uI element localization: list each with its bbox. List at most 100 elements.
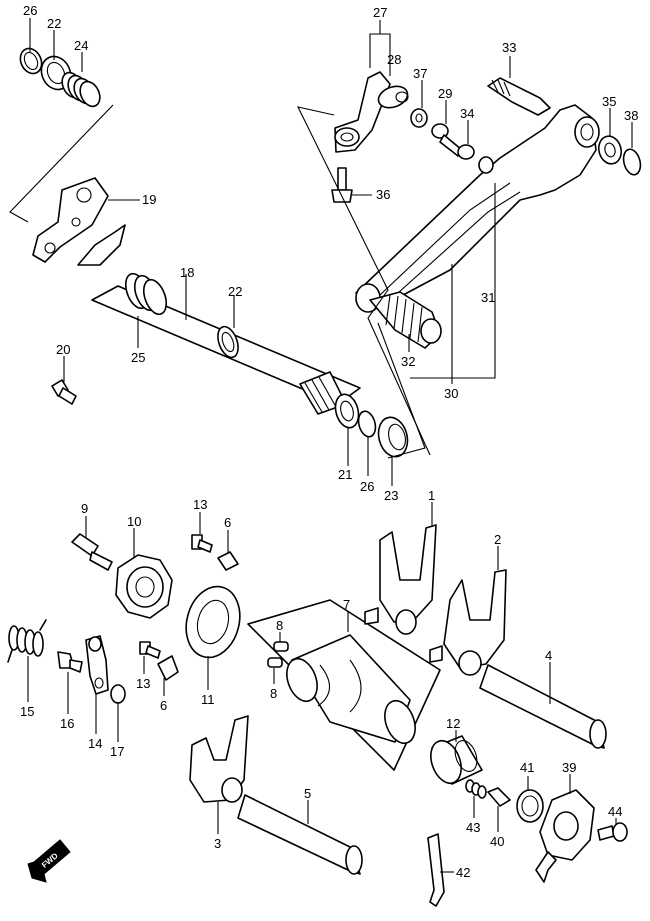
lever-bracket <box>297 106 431 456</box>
bolt-13-top <box>191 534 213 553</box>
pin-8-lower <box>267 657 283 668</box>
callout-29: 29 <box>438 86 452 101</box>
footrest-rubber-32 <box>355 283 442 349</box>
shift-fork-2 <box>429 569 507 676</box>
bolt-16 <box>57 651 83 673</box>
callout-8-lower: 8 <box>270 686 277 701</box>
gearshift-lever-30 <box>355 104 600 311</box>
callout-13-lower: 13 <box>136 676 150 691</box>
callout-11: 11 <box>201 692 215 707</box>
callout-1: 1 <box>428 488 435 503</box>
callout-27: 27 <box>373 5 387 20</box>
clamp-42 <box>427 833 445 907</box>
callout-labels: 26 22 24 19 18 22 25 20 21 26 23 27 28 3… <box>20 3 638 880</box>
callout-2: 2 <box>494 532 501 547</box>
nut-29 <box>431 123 463 157</box>
callout-12: 12 <box>446 716 460 731</box>
circlip-26-top <box>19 47 43 75</box>
callout-36: 36 <box>376 187 390 202</box>
callout-40: 40 <box>490 834 504 849</box>
fork-shaft-4 <box>479 664 607 749</box>
washer-21 <box>334 393 360 429</box>
washer-34 <box>457 144 475 160</box>
callout-42: 42 <box>456 865 470 880</box>
callout-23: 23 <box>384 488 398 503</box>
fwd-arrow-icon: FWD <box>27 839 71 883</box>
callout-32: 32 <box>401 354 415 369</box>
callout-4: 4 <box>545 648 552 663</box>
pin-8-upper <box>273 641 289 652</box>
spring-24 <box>61 71 101 108</box>
washer-35 <box>597 135 623 165</box>
shift-fork-3 <box>189 715 249 803</box>
callout-8-upper: 8 <box>276 618 283 633</box>
oil-seal-23 <box>377 416 409 458</box>
callout-37: 37 <box>413 66 427 81</box>
callout-25: 25 <box>131 350 145 365</box>
callout-3: 3 <box>214 836 221 851</box>
callout-21: 21 <box>338 467 352 482</box>
shift-fork-1 <box>364 524 437 635</box>
bolt-20 <box>51 379 77 405</box>
gearshift-link-arm-28 <box>334 71 409 153</box>
washer-22-shaft <box>217 325 239 359</box>
callout-18: 18 <box>180 265 194 280</box>
callout-30: 30 <box>444 386 458 401</box>
callout-28: 28 <box>387 52 401 67</box>
callout-16: 16 <box>60 716 74 731</box>
gearshift-cam-stopper-14 <box>85 635 109 695</box>
pin-9 <box>71 533 113 571</box>
callout-35: 35 <box>602 94 616 109</box>
washer-6-lower <box>157 655 179 681</box>
callout-26: 26 <box>23 3 37 18</box>
callout-7: 7 <box>343 597 350 612</box>
bolt-13-lower <box>139 641 161 659</box>
callout-44: 44 <box>608 804 622 819</box>
group-bracket-left <box>9 104 114 223</box>
callout-5: 5 <box>304 786 311 801</box>
washer-17 <box>110 684 126 704</box>
callout-41: 41 <box>520 760 534 775</box>
callout-34: 34 <box>460 106 474 121</box>
callout-22: 22 <box>47 16 61 31</box>
callout-39: 39 <box>562 760 576 775</box>
callout-14: 14 <box>88 736 102 751</box>
callout-43: 43 <box>466 820 480 835</box>
callout-22-shaft: 22 <box>228 284 242 299</box>
shaft-bracket <box>377 322 426 459</box>
lever-bracket-30-31 <box>410 183 496 379</box>
shift-shaft-18 <box>77 224 361 415</box>
bearing-11 <box>185 585 241 659</box>
callout-17: 17 <box>110 744 124 759</box>
callout-24: 24 <box>74 38 88 53</box>
circlip-38 <box>622 148 642 176</box>
gear-position-switch-39 <box>535 789 595 883</box>
callout-15: 15 <box>20 704 34 719</box>
o-ring-41 <box>516 789 544 823</box>
spring-15 <box>7 619 47 663</box>
callout-6-top: 6 <box>224 515 231 530</box>
nut-37 <box>410 108 428 128</box>
cam-driven-gear-10 <box>115 554 173 619</box>
callout-20: 20 <box>56 342 70 357</box>
bearing-12 <box>430 735 483 785</box>
callout-33: 33 <box>502 40 516 55</box>
callout-9: 9 <box>81 501 88 516</box>
callout-10: 10 <box>127 514 141 529</box>
callout-19: 19 <box>142 192 156 207</box>
callout-26-shaft: 26 <box>360 479 374 494</box>
pin-40 <box>487 787 511 807</box>
circlip-26-shaft <box>357 410 377 438</box>
screw-44 <box>597 822 628 842</box>
gearshift-cam-drum-7 <box>247 599 441 771</box>
leader-lines <box>27 18 633 873</box>
callout-31: 31 <box>481 290 495 305</box>
fork-shaft-5 <box>237 794 363 875</box>
callout-38: 38 <box>624 108 638 123</box>
lever-shaft-33 <box>487 77 551 116</box>
shift-arm-19 <box>32 177 109 263</box>
callout-6-lower: 6 <box>160 698 167 713</box>
washer-6-top <box>217 551 239 571</box>
spring-43 <box>465 779 487 799</box>
